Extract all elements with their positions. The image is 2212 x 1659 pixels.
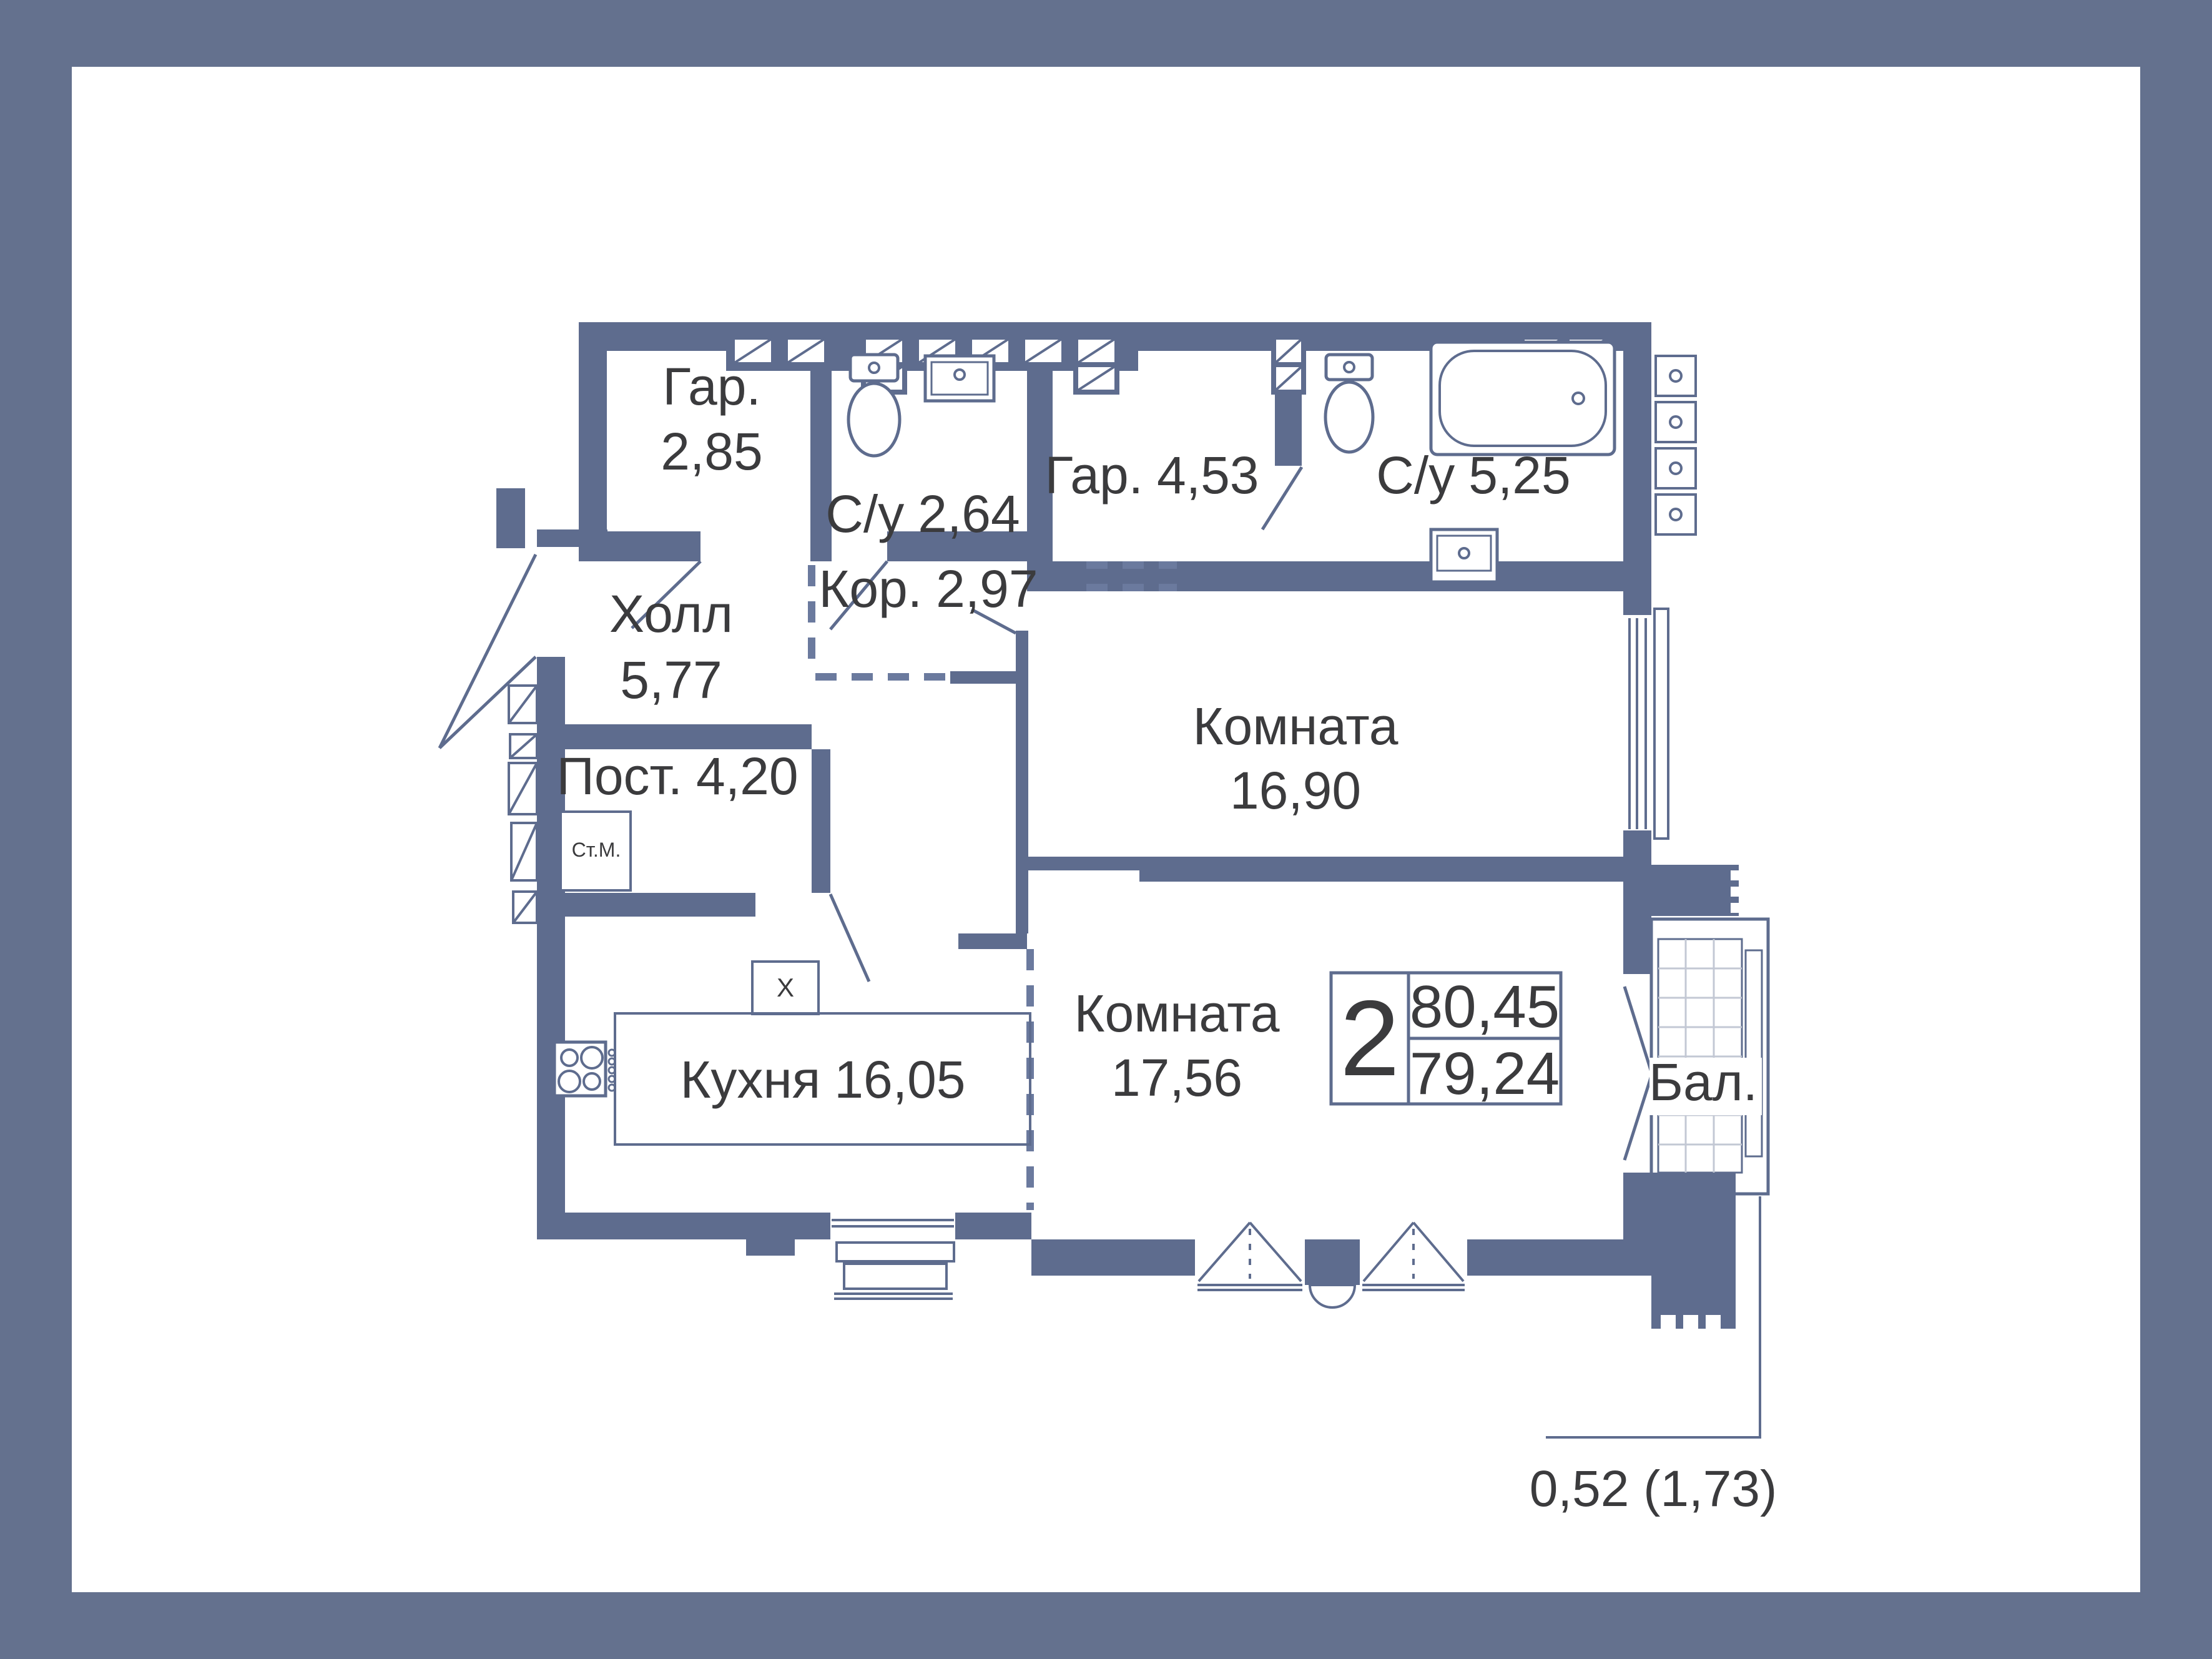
vent-stack-icons (1654, 355, 1697, 536)
paper (72, 67, 2140, 1592)
info-area-total: 80,45 (1410, 973, 1560, 1040)
washing-machine-box (559, 810, 632, 892)
bathtub-icon (1429, 340, 1616, 456)
info-rooms-count: 2 (1340, 978, 1400, 1098)
kitchen-counter (614, 1012, 1031, 1146)
column-semicircle (1308, 1284, 1357, 1309)
room-area-hall: 5,77 (620, 651, 722, 709)
vent-hatch-left (508, 684, 538, 924)
toilet-icon (847, 353, 902, 458)
balcony-area-label: 0,52 (1,73) (1530, 1460, 1777, 1517)
room-area-gar-small: 2,85 (661, 422, 763, 481)
room-area-room1: 16,90 (1230, 761, 1361, 820)
balcony-leader-line (1546, 1196, 1761, 1439)
room-label-gar-small: Гар. (662, 357, 761, 416)
room-label-hall: Холл (609, 584, 733, 643)
room-label-gar-big: Гар.4,53 (1045, 446, 1259, 505)
room-label-balcony: Бал. (1649, 1053, 1757, 1111)
balcony-door-swing (1623, 986, 1654, 1075)
room-label-room1: Комната (1193, 697, 1398, 756)
balcony-label-bg (1649, 1058, 1762, 1115)
room-area-room2: 17,56 (1111, 1048, 1242, 1107)
window-room1 (1623, 608, 1669, 840)
kitchen-x-label: Х (777, 973, 794, 1002)
washing-machine-label: Ст.М. (572, 839, 621, 861)
room-label-corridor: Кор.2,97 (818, 559, 1038, 618)
sink-icon (923, 354, 996, 403)
balcony-grid (1657, 938, 1743, 1174)
door-swings (438, 466, 1654, 1161)
info-box (1329, 971, 1563, 1106)
info-area-living: 79,24 (1410, 1040, 1560, 1107)
entrance-door-swing (438, 553, 538, 749)
fixtures (553, 340, 1616, 1146)
sink-icon (1429, 528, 1499, 584)
room-label-room2: Комната (1074, 984, 1280, 1043)
balcony-rail (1744, 949, 1763, 1158)
kitchen-x-box (751, 960, 820, 1015)
wall-tooth-notches (1661, 870, 1741, 1329)
toilet-icon (1324, 353, 1375, 454)
dashed-partitions (808, 561, 1177, 1210)
stove-icon (553, 1040, 616, 1098)
balcony-structure (1649, 917, 1770, 1196)
room-label-storage: Пост.4,20 (556, 747, 798, 805)
window-kitchen (830, 1213, 955, 1300)
windows-room2 (1197, 1221, 1465, 1309)
